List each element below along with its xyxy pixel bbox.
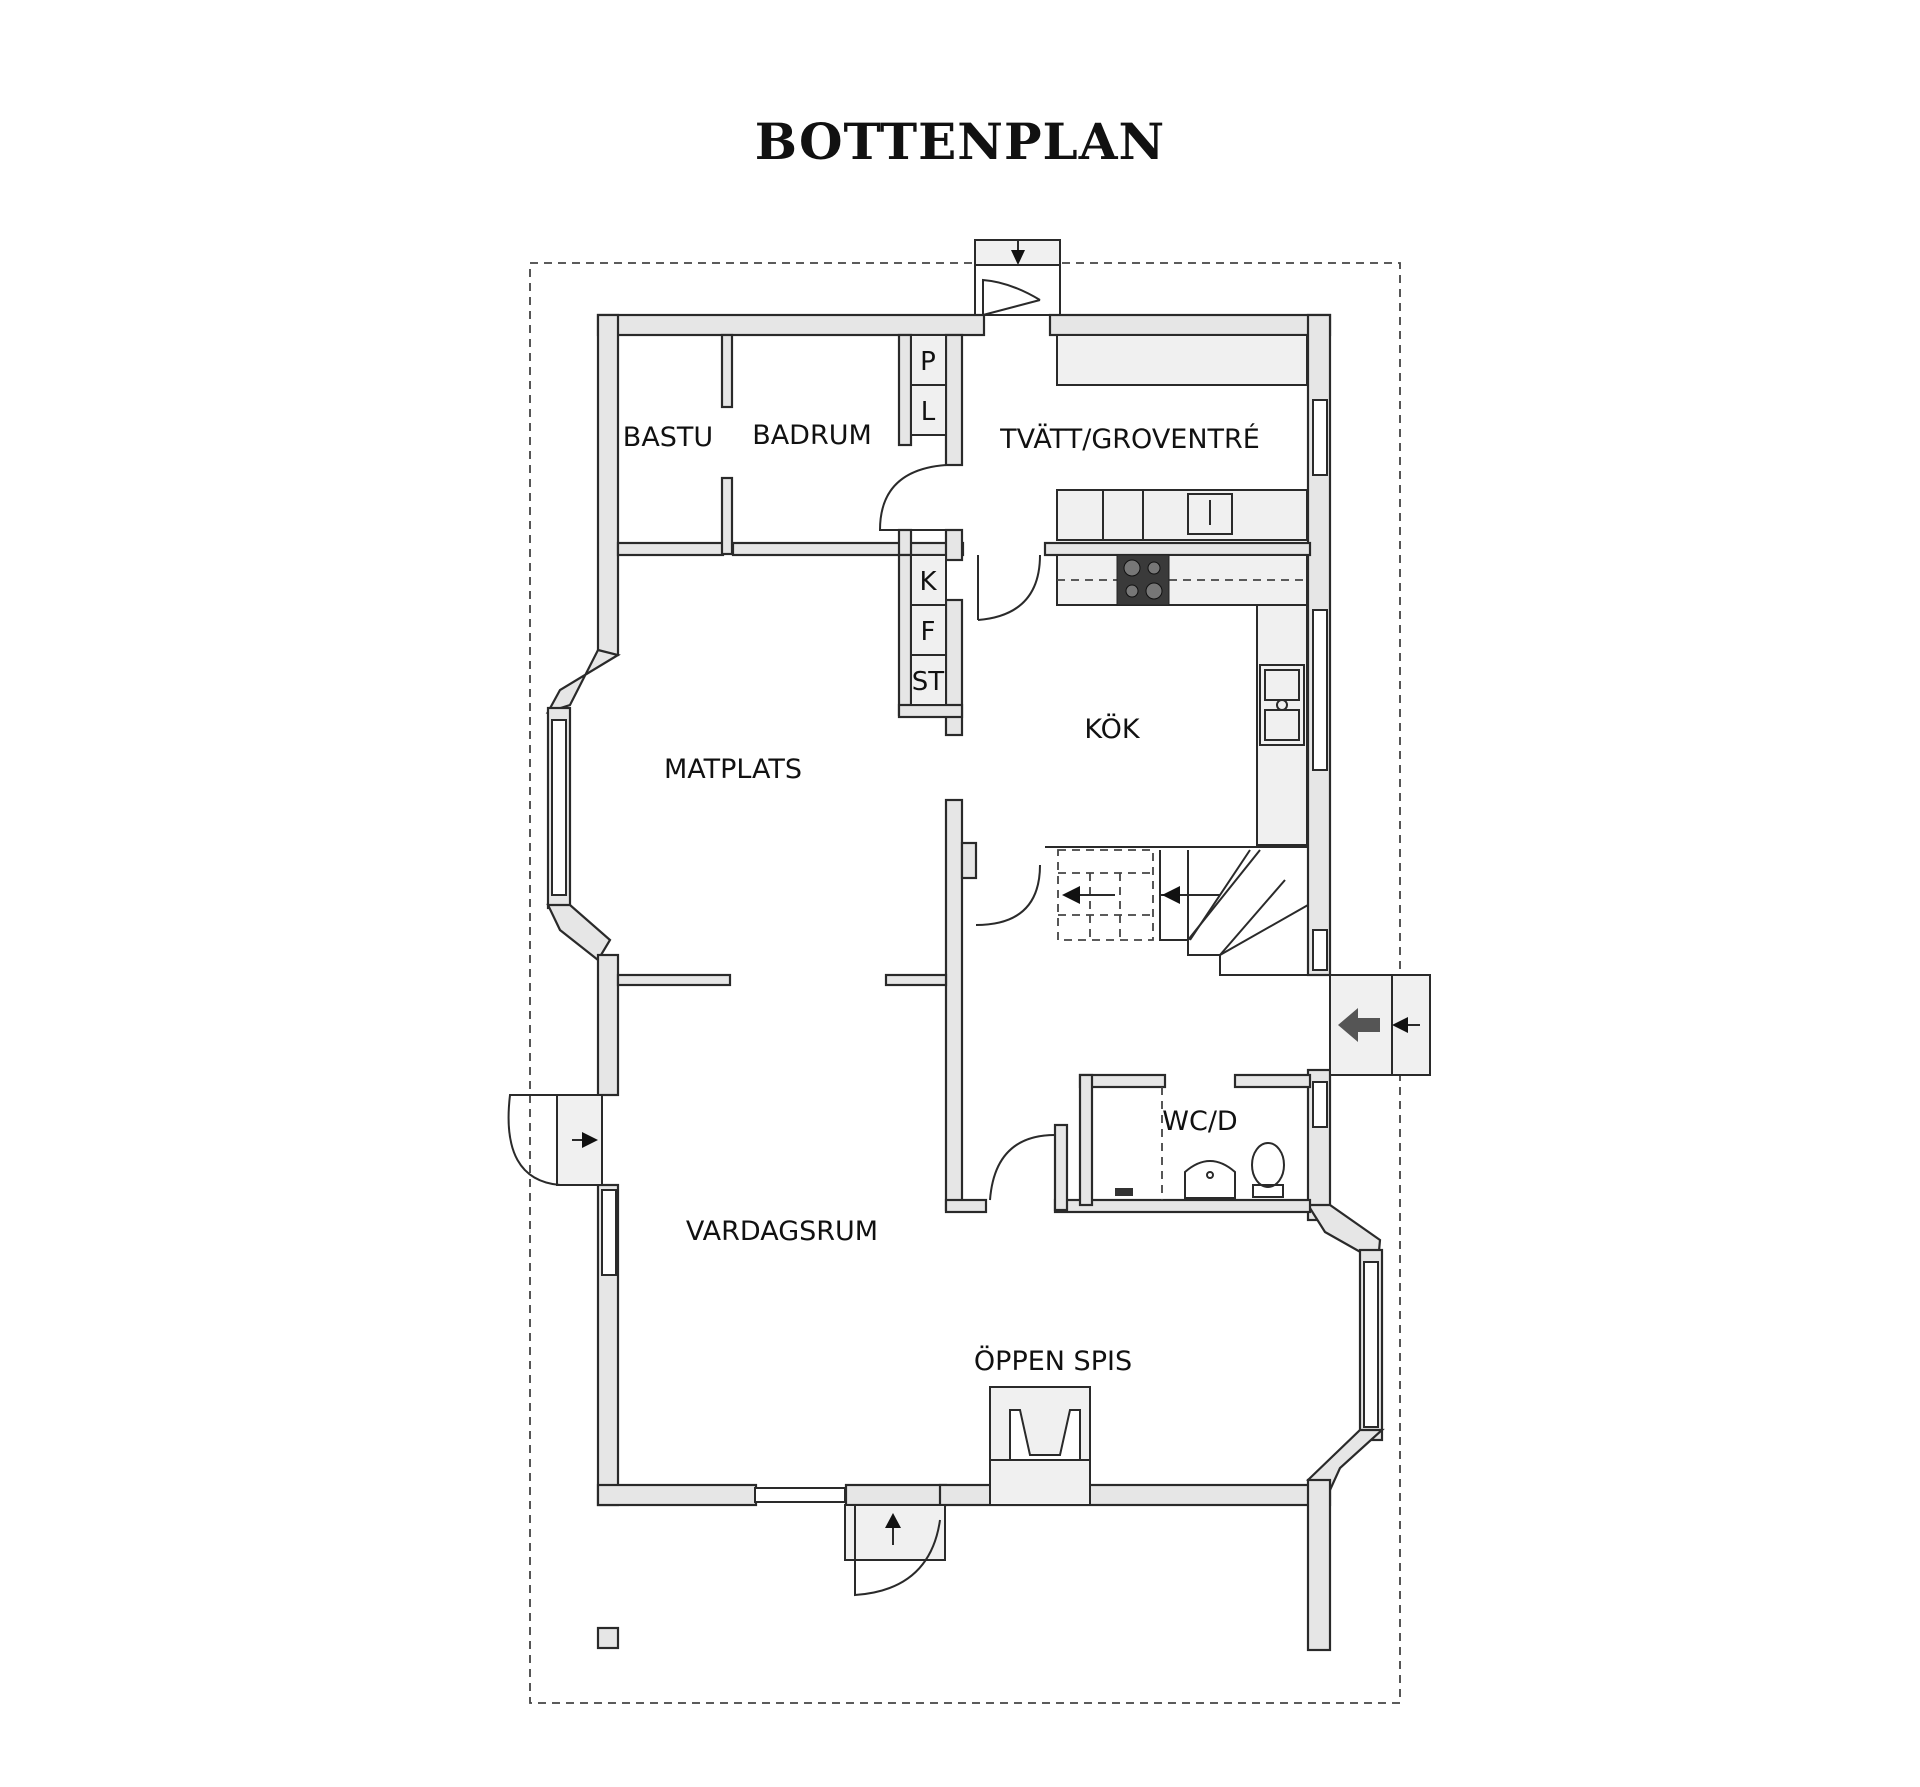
doors xyxy=(507,239,1431,1597)
staircase xyxy=(1057,849,1309,976)
fireplace-icon xyxy=(989,1386,1091,1506)
room-label-vardagsrum: VARDAGSRUM xyxy=(686,1216,878,1247)
closet-label-st: ST xyxy=(912,667,945,697)
room-label-matplats: MATPLATS xyxy=(664,754,802,785)
room-label-badrum: BADRUM xyxy=(752,420,872,451)
room-label-kok: KÖK xyxy=(1084,713,1140,745)
windows xyxy=(551,399,1379,1503)
closet-label-k: K xyxy=(919,567,937,597)
closet-label-f: F xyxy=(921,617,936,647)
room-label-tvatt: TVÄTT/GROVENTRÉ xyxy=(999,423,1260,455)
closet-label-l: L xyxy=(921,397,936,427)
room-labels: BASTU BADRUM TVÄTT/GROVENTRÉ KÖK MATPLAT… xyxy=(623,347,1260,1377)
wc-sink-icon xyxy=(1184,1160,1236,1199)
stove-icon xyxy=(1116,554,1170,606)
room-label-bastu: BASTU xyxy=(623,422,713,453)
toilet-icon xyxy=(1251,1142,1285,1198)
laundry-sink-icon xyxy=(1187,493,1233,535)
room-label-spis: ÖPPEN SPIS xyxy=(974,1345,1132,1377)
faucet-icon xyxy=(1115,1188,1133,1196)
page-title: BOTTENPLAN xyxy=(754,112,1166,171)
fixtures xyxy=(596,334,1309,1650)
kitchen-sink-icon xyxy=(1259,664,1305,746)
closet-label-p: P xyxy=(920,347,936,377)
room-label-wc: WC/D xyxy=(1162,1106,1237,1137)
